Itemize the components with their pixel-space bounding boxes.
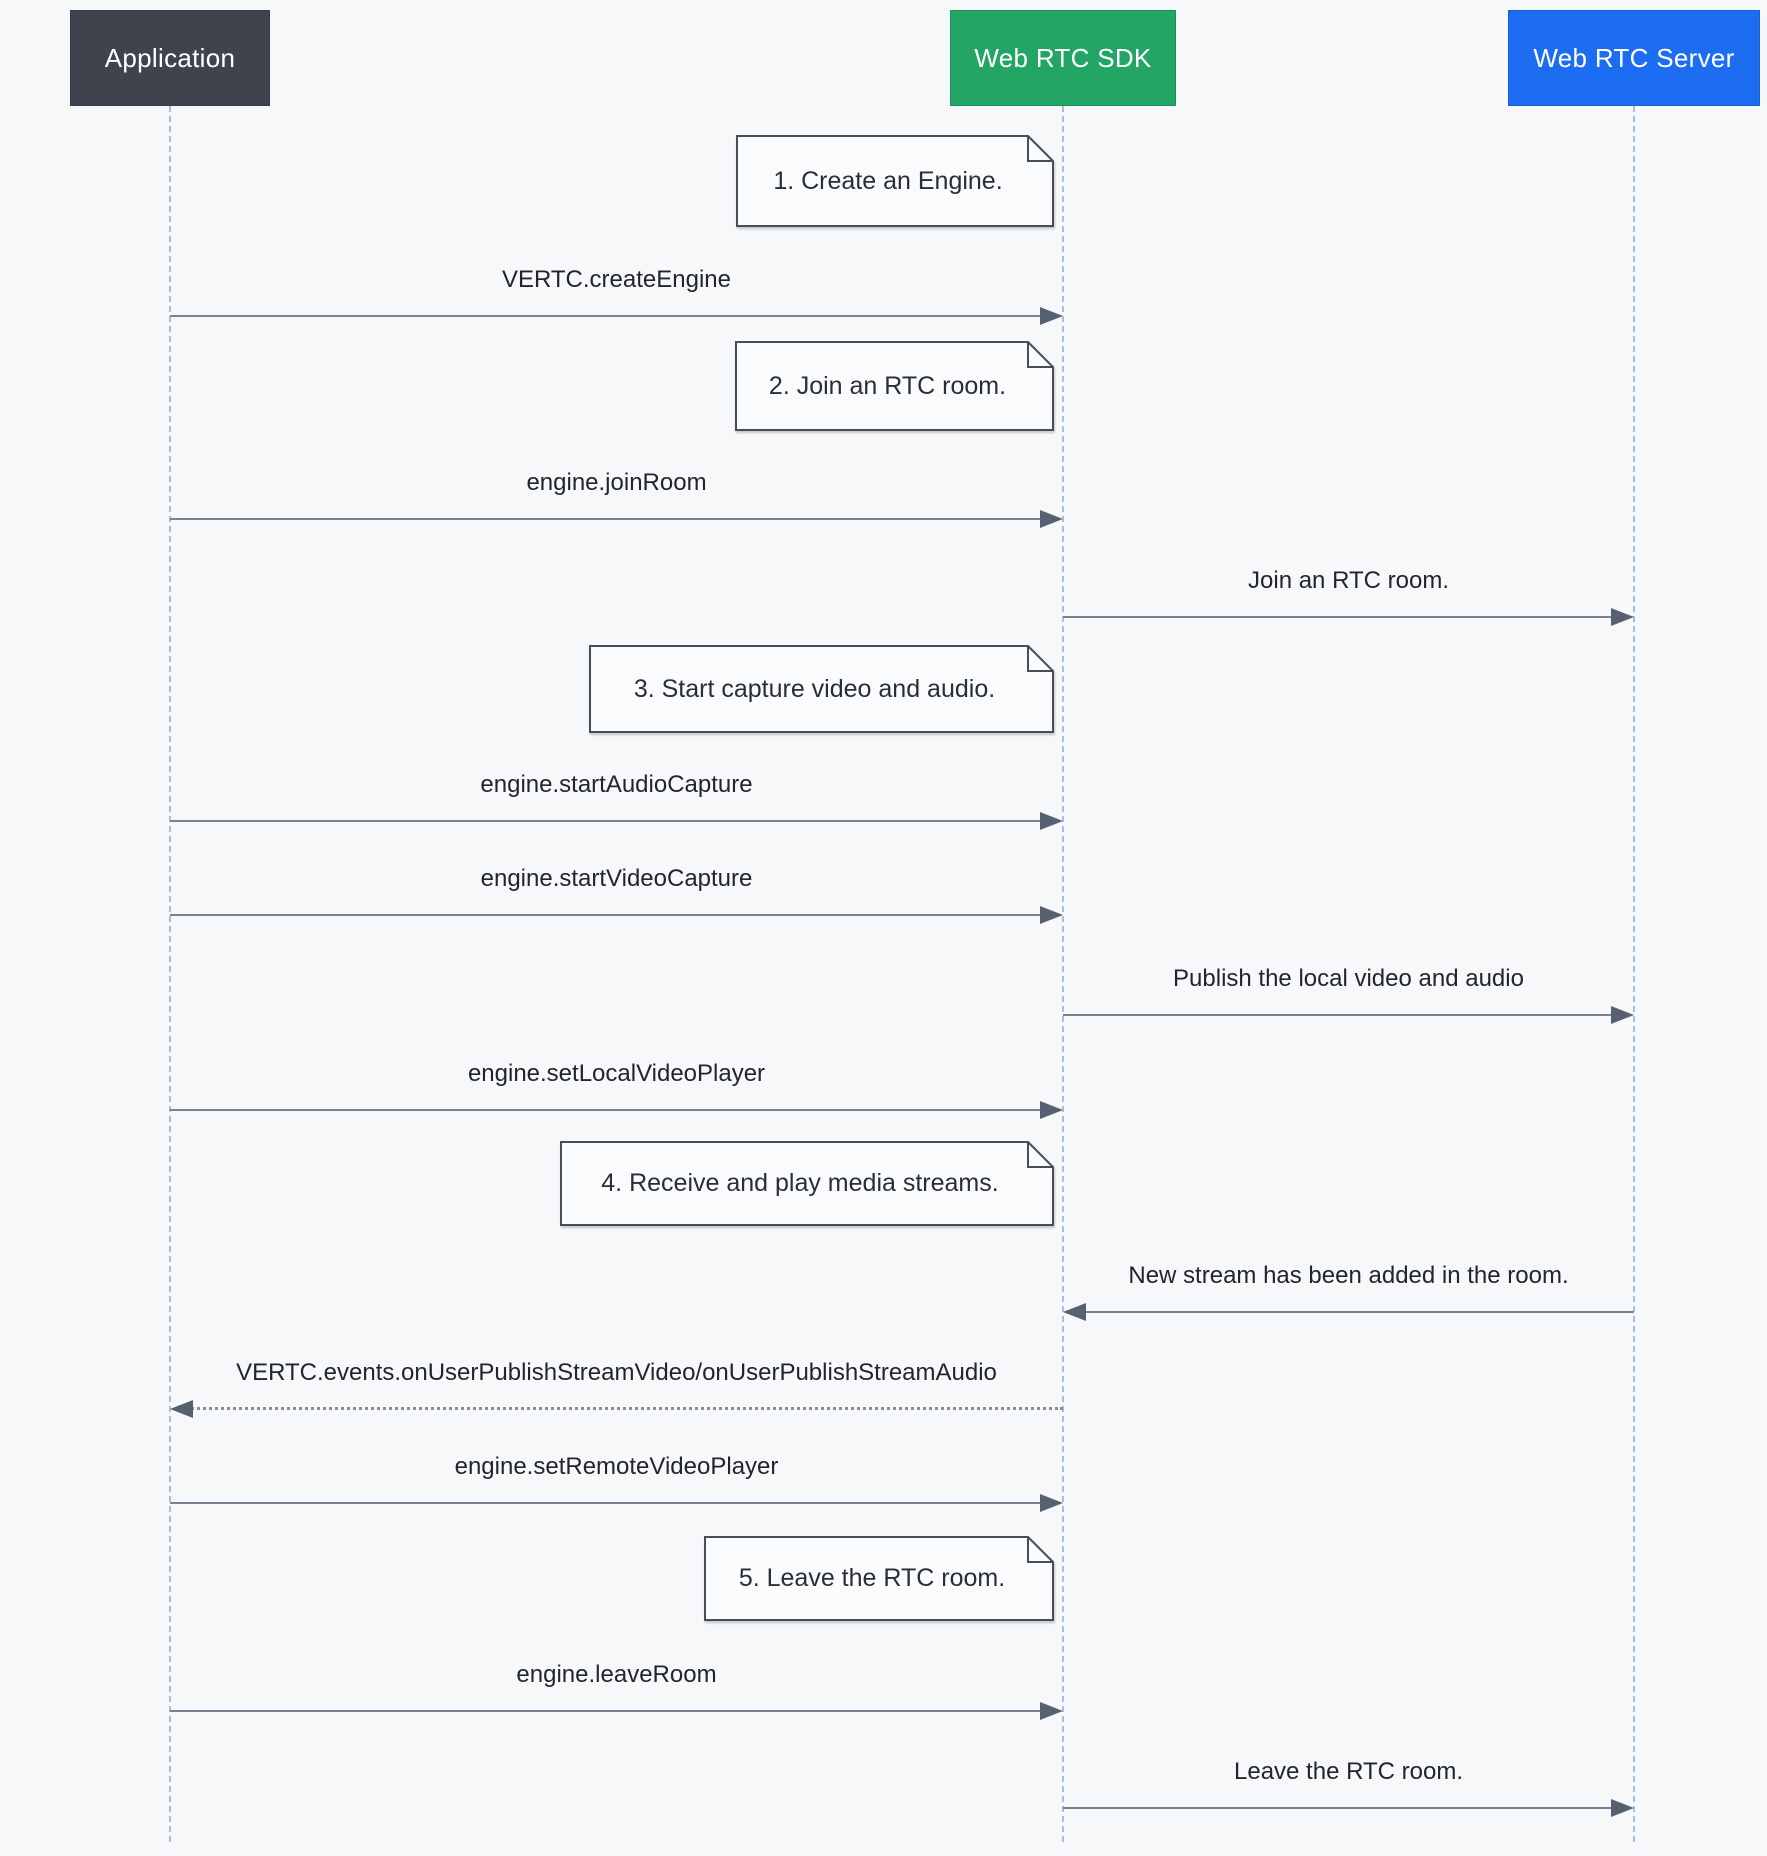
note-shape — [704, 1536, 1054, 1621]
message-label: engine.setRemoteVideoPlayer — [454, 1453, 779, 1480]
message-line — [1063, 616, 1618, 618]
arrowhead-icon — [1611, 1799, 1634, 1817]
arrowhead-icon — [1040, 510, 1063, 528]
note-5: 5. Leave the RTC room. — [704, 1536, 1054, 1621]
actor-label: Web RTC SDK — [974, 42, 1152, 73]
message-label: engine.startAudioCapture — [480, 771, 753, 798]
message-line — [170, 1109, 1047, 1111]
note-shape — [589, 645, 1054, 733]
actor-label: Application — [104, 42, 236, 73]
note-4: 4. Receive and play media streams. — [560, 1141, 1054, 1226]
note-label: 4. Receive and play media streams. — [601, 1169, 999, 1197]
message-line — [1079, 1311, 1634, 1313]
note-label: 1. Create an Engine. — [773, 166, 1003, 195]
note-label: 2. Join an RTC room. — [768, 371, 1007, 400]
lifeline-application — [169, 106, 171, 1842]
actor-web-rtc-sdk: Web RTC SDK — [950, 10, 1176, 106]
arrowhead-icon — [1040, 1702, 1063, 1720]
message-label: Join an RTC room. — [1248, 567, 1449, 594]
note-shape — [735, 341, 1054, 431]
folded-corner-icon — [1027, 342, 1053, 368]
note-shape — [560, 1141, 1054, 1226]
note-3: 3. Start capture video and audio. — [589, 645, 1054, 733]
message-label: engine.leaveRoom — [516, 1661, 717, 1688]
folded-corner-icon — [1027, 1537, 1053, 1563]
actor-application: Application — [70, 10, 270, 106]
message-label: VERTC.createEngine — [501, 266, 731, 293]
message-line — [170, 1502, 1047, 1504]
note-label: 5. Leave the RTC room. — [738, 1564, 1006, 1592]
folded-corner-icon — [1027, 1142, 1053, 1168]
message-label: New stream has been added in the room. — [1128, 1262, 1569, 1289]
message-line — [1063, 1807, 1618, 1809]
actor-label: Web RTC Server — [1533, 42, 1735, 73]
message-line — [170, 1710, 1047, 1712]
message-line — [186, 1407, 1063, 1410]
message-label: engine.setLocalVideoPlayer — [467, 1060, 766, 1087]
arrowhead-icon — [1611, 1006, 1634, 1024]
folded-corner-icon — [1027, 646, 1053, 672]
lifeline-web-rtc-sdk — [1062, 106, 1064, 1842]
message-label: Leave the RTC room. — [1234, 1758, 1463, 1785]
lifeline-web-rtc-server — [1633, 106, 1635, 1842]
arrowhead-icon — [170, 1400, 193, 1418]
note-2: 2. Join an RTC room. — [735, 341, 1054, 431]
note-label: 3. Start capture video and audio. — [633, 674, 996, 703]
message-line — [170, 518, 1047, 520]
message-label: engine.joinRoom — [526, 469, 707, 496]
arrowhead-icon — [1040, 906, 1063, 924]
arrowhead-icon — [1040, 812, 1063, 830]
message-line — [170, 315, 1047, 317]
arrowhead-icon — [1040, 307, 1063, 325]
folded-corner-icon — [1027, 136, 1053, 162]
arrowhead-icon — [1040, 1101, 1063, 1119]
message-label: VERTC.events.onUserPublishStreamVideo/on… — [236, 1359, 997, 1386]
message-line — [1063, 1014, 1618, 1016]
message-line — [170, 820, 1047, 822]
arrowhead-icon — [1063, 1303, 1086, 1321]
arrowhead-icon — [1040, 1494, 1063, 1512]
message-line — [170, 914, 1047, 916]
arrowhead-icon — [1611, 608, 1634, 626]
message-label: engine.startVideoCapture — [480, 865, 753, 892]
note-1: 1. Create an Engine. — [736, 135, 1054, 227]
note-shape — [736, 135, 1054, 227]
actor-web-rtc-server: Web RTC Server — [1508, 10, 1760, 106]
message-label: Publish the local video and audio — [1173, 965, 1524, 992]
